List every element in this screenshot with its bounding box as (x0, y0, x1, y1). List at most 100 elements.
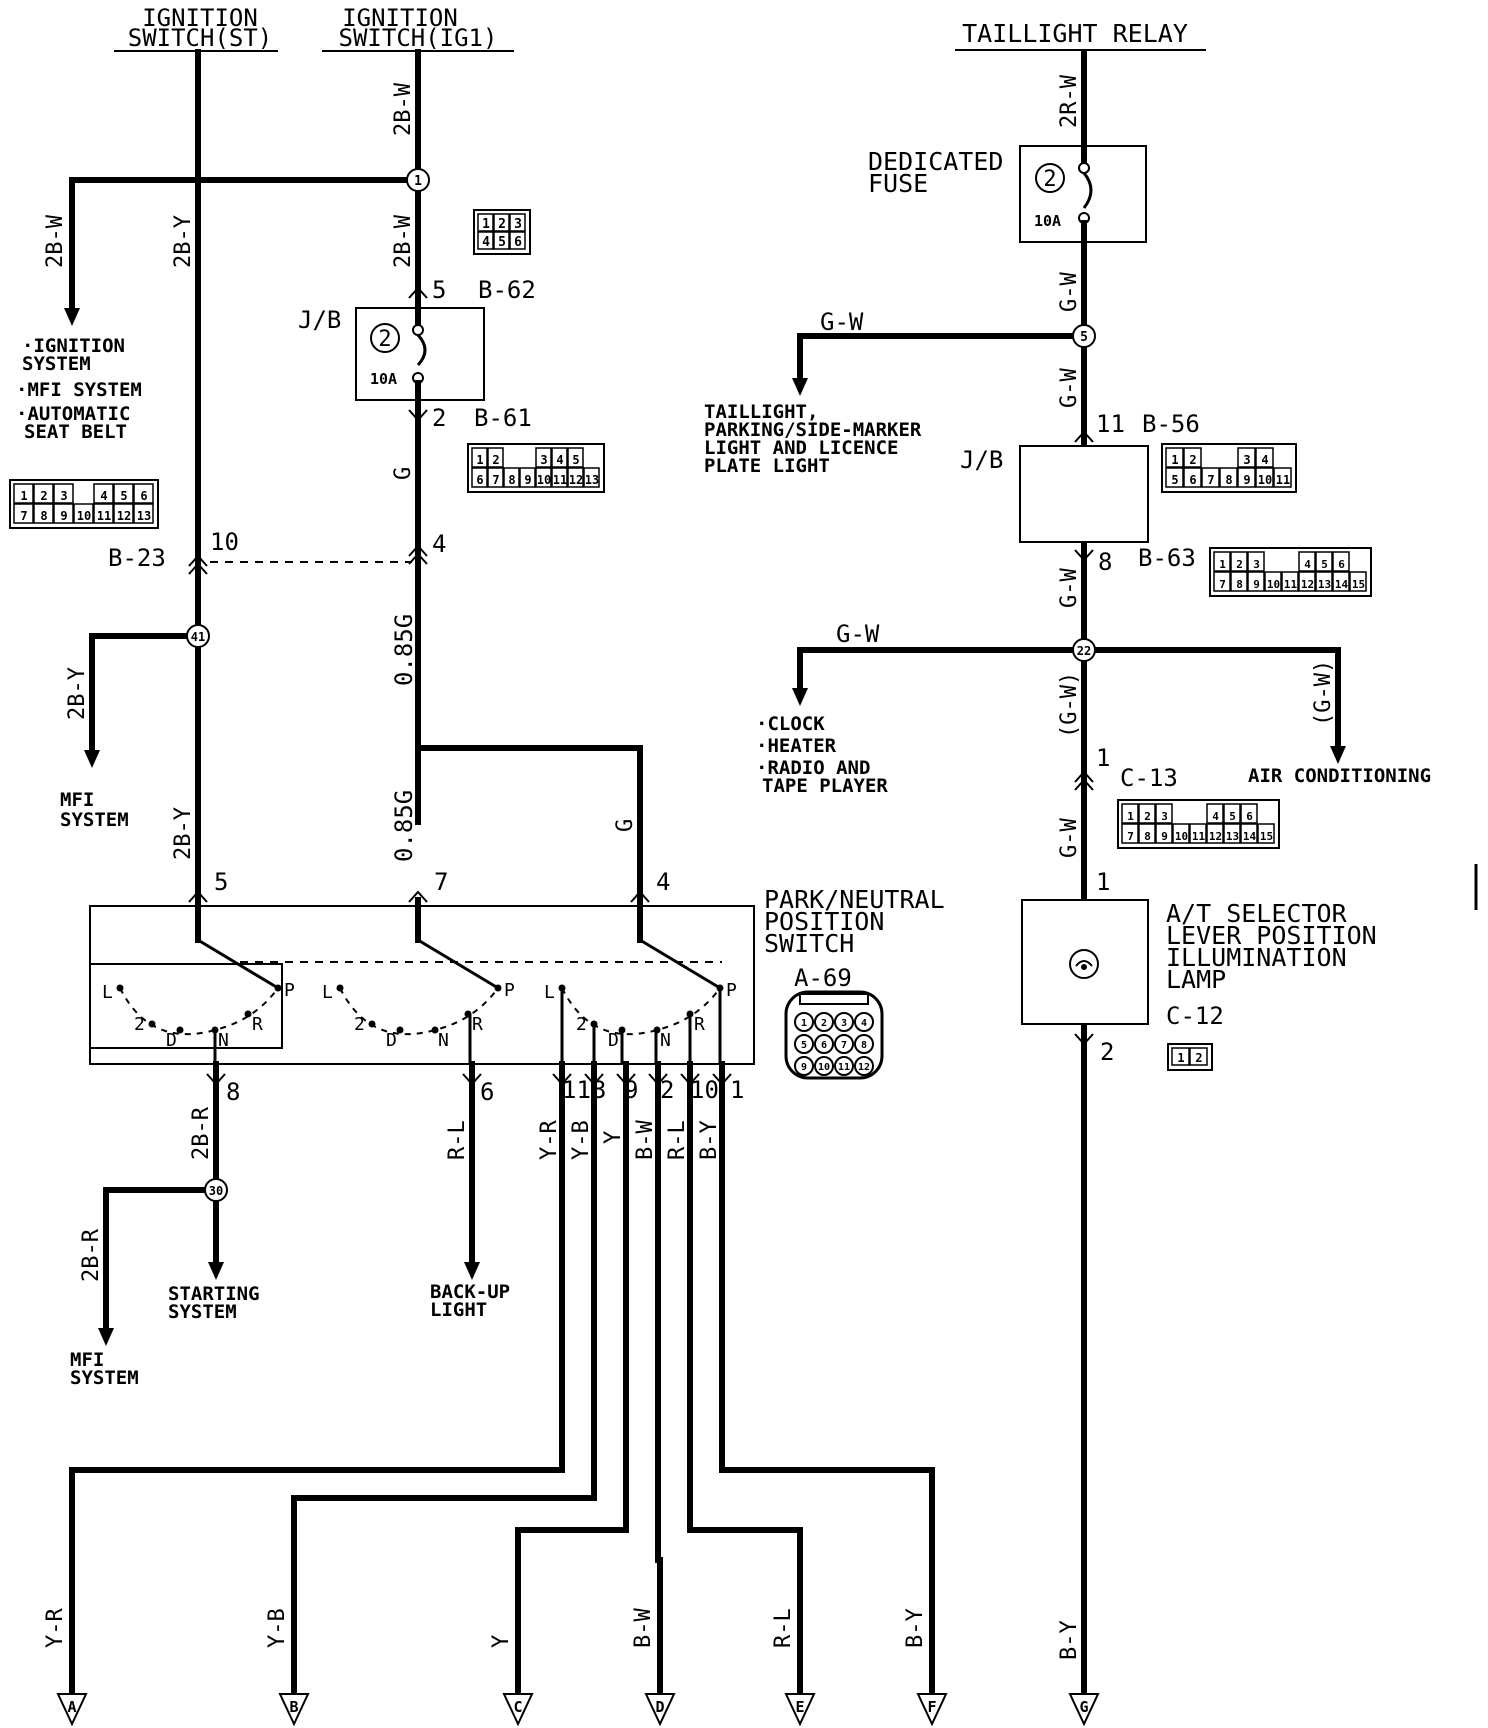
pin-label: 1 (1096, 744, 1110, 772)
connector-pin: 2 (498, 217, 506, 232)
connector-pin: 4 (100, 489, 107, 503)
dest-mfi-2: MFI (60, 789, 94, 811)
pin-label: 2 (660, 1076, 674, 1104)
component-label: POSITION (764, 907, 884, 936)
pin-label: 1 (1096, 868, 1110, 896)
connector-pin: 6 (821, 1040, 827, 1051)
connector-pin: 2 (40, 489, 47, 503)
dest-ignition: ·IGNITION (22, 335, 125, 357)
wire-label: 2B-R (189, 1106, 214, 1160)
svg-text:D: D (386, 1030, 397, 1051)
wire-label: 2R-W (1057, 74, 1082, 128)
connector-pin: 4 (1261, 453, 1268, 467)
pin-label: 11 (562, 1076, 591, 1104)
connector-pin: 8 (40, 509, 47, 523)
svg-text:L: L (544, 982, 555, 1003)
wire-label: Y-B (569, 1120, 594, 1160)
pin-label: 2 (432, 404, 446, 432)
wire-label: Y-R (537, 1120, 562, 1160)
node-1 (406, 168, 430, 192)
node-22 (1072, 638, 1096, 662)
connector-label-c12: C-12 (1166, 1002, 1224, 1030)
connector-pin: 11 (1276, 473, 1290, 487)
wire-2by-branch (89, 633, 201, 755)
svg-text:R: R (694, 1014, 705, 1035)
pin-label: 9 (624, 1076, 638, 1104)
connector-pin: 5 (120, 489, 127, 503)
connector-pin: 9 (1161, 830, 1168, 843)
connector-pin: 14 (1243, 830, 1257, 843)
wire-label: 0.85G (390, 790, 418, 862)
wire-label: 0.85G (390, 614, 418, 686)
connector-label-b61: B-61 (474, 404, 532, 432)
connector-pin: 13 (585, 473, 599, 487)
connector-pin: 11 (97, 509, 111, 523)
pin-label: 10 (210, 528, 239, 556)
junction-block-label: J/B (960, 446, 1003, 474)
connector-pin: 5 (1321, 558, 1328, 571)
pin-label: 8 (226, 1078, 240, 1106)
terminal-triangle-icon (278, 1693, 310, 1727)
connector-pin: 7 (1127, 830, 1134, 843)
connector-pin: 2 (492, 453, 499, 467)
connector-pin: 14 (1335, 578, 1349, 591)
wire-label: B-W (633, 1120, 658, 1160)
pin-label: 8 (1098, 548, 1112, 576)
connector-pin: 1 (20, 489, 27, 503)
connector-pin: 11 (553, 473, 567, 487)
arrow-down-icon (464, 1262, 480, 1280)
pin-label: 5 (214, 868, 228, 896)
node-label: 41 (191, 630, 205, 644)
connector-pin: 3 (841, 1018, 847, 1029)
dest-taillight: TAILLIGHT, (704, 401, 818, 423)
terminal-triangle-icon (644, 1693, 676, 1727)
connector-pin: 7 (20, 509, 27, 523)
connector-label-c13: C-13 (1120, 764, 1178, 792)
node-5 (1072, 324, 1096, 348)
pin-label: 1 (730, 1076, 744, 1104)
connector-pin: 4 (482, 235, 490, 250)
header-text: IGNITION (142, 4, 258, 32)
pin-label: 7 (434, 868, 448, 896)
connector-pin: 10 (1258, 473, 1272, 487)
wire-label: B-Y (1057, 1620, 1082, 1660)
pin-label: 3 (592, 1076, 606, 1104)
connector-pin: 2 (1236, 558, 1243, 571)
connector-pin: 12 (117, 509, 131, 523)
arrow-down-icon (84, 750, 100, 768)
connector-pin: 12 (1301, 578, 1314, 591)
dest-seatbelt: ·AUTOMATIC (16, 403, 130, 425)
pin-label: 10 (690, 1076, 719, 1104)
dest-mfi-3b: SYSTEM (70, 1367, 139, 1389)
wire-label: 2B-Y (65, 667, 90, 720)
connector-pin: 7 (841, 1040, 847, 1051)
svg-text:D: D (166, 1030, 177, 1051)
connector-pin: 4 (1304, 558, 1311, 571)
svg-text:D: D (608, 1030, 619, 1051)
connector-pin: 6 (140, 489, 147, 503)
node-41 (186, 624, 210, 648)
dest-mfi: ·MFI SYSTEM (16, 379, 142, 401)
fuse-amp: 10A (370, 370, 397, 388)
wire-label: G-W (1057, 568, 1082, 608)
connector-pin: 13 (1226, 830, 1239, 843)
pin-label: 4 (432, 530, 446, 558)
wire-label: G-W (1057, 818, 1082, 858)
connector-pin: 10 (537, 473, 551, 487)
connector-pin: 7 (492, 473, 499, 487)
switch-output-wires (69, 1061, 935, 1693)
connector-pin: 2 (821, 1018, 827, 1029)
terminal-label: F (927, 1698, 936, 1716)
connector-pin: 3 (540, 453, 547, 467)
dest-backup: BACK-UP (430, 1281, 510, 1303)
wire-gw-branch-ac (1081, 647, 1341, 751)
connector-pin: 1 (482, 217, 490, 232)
junction-block-label: J/B (298, 306, 341, 334)
connector-pin: 3 (1253, 558, 1260, 571)
fuse-number-badge (1035, 163, 1065, 193)
